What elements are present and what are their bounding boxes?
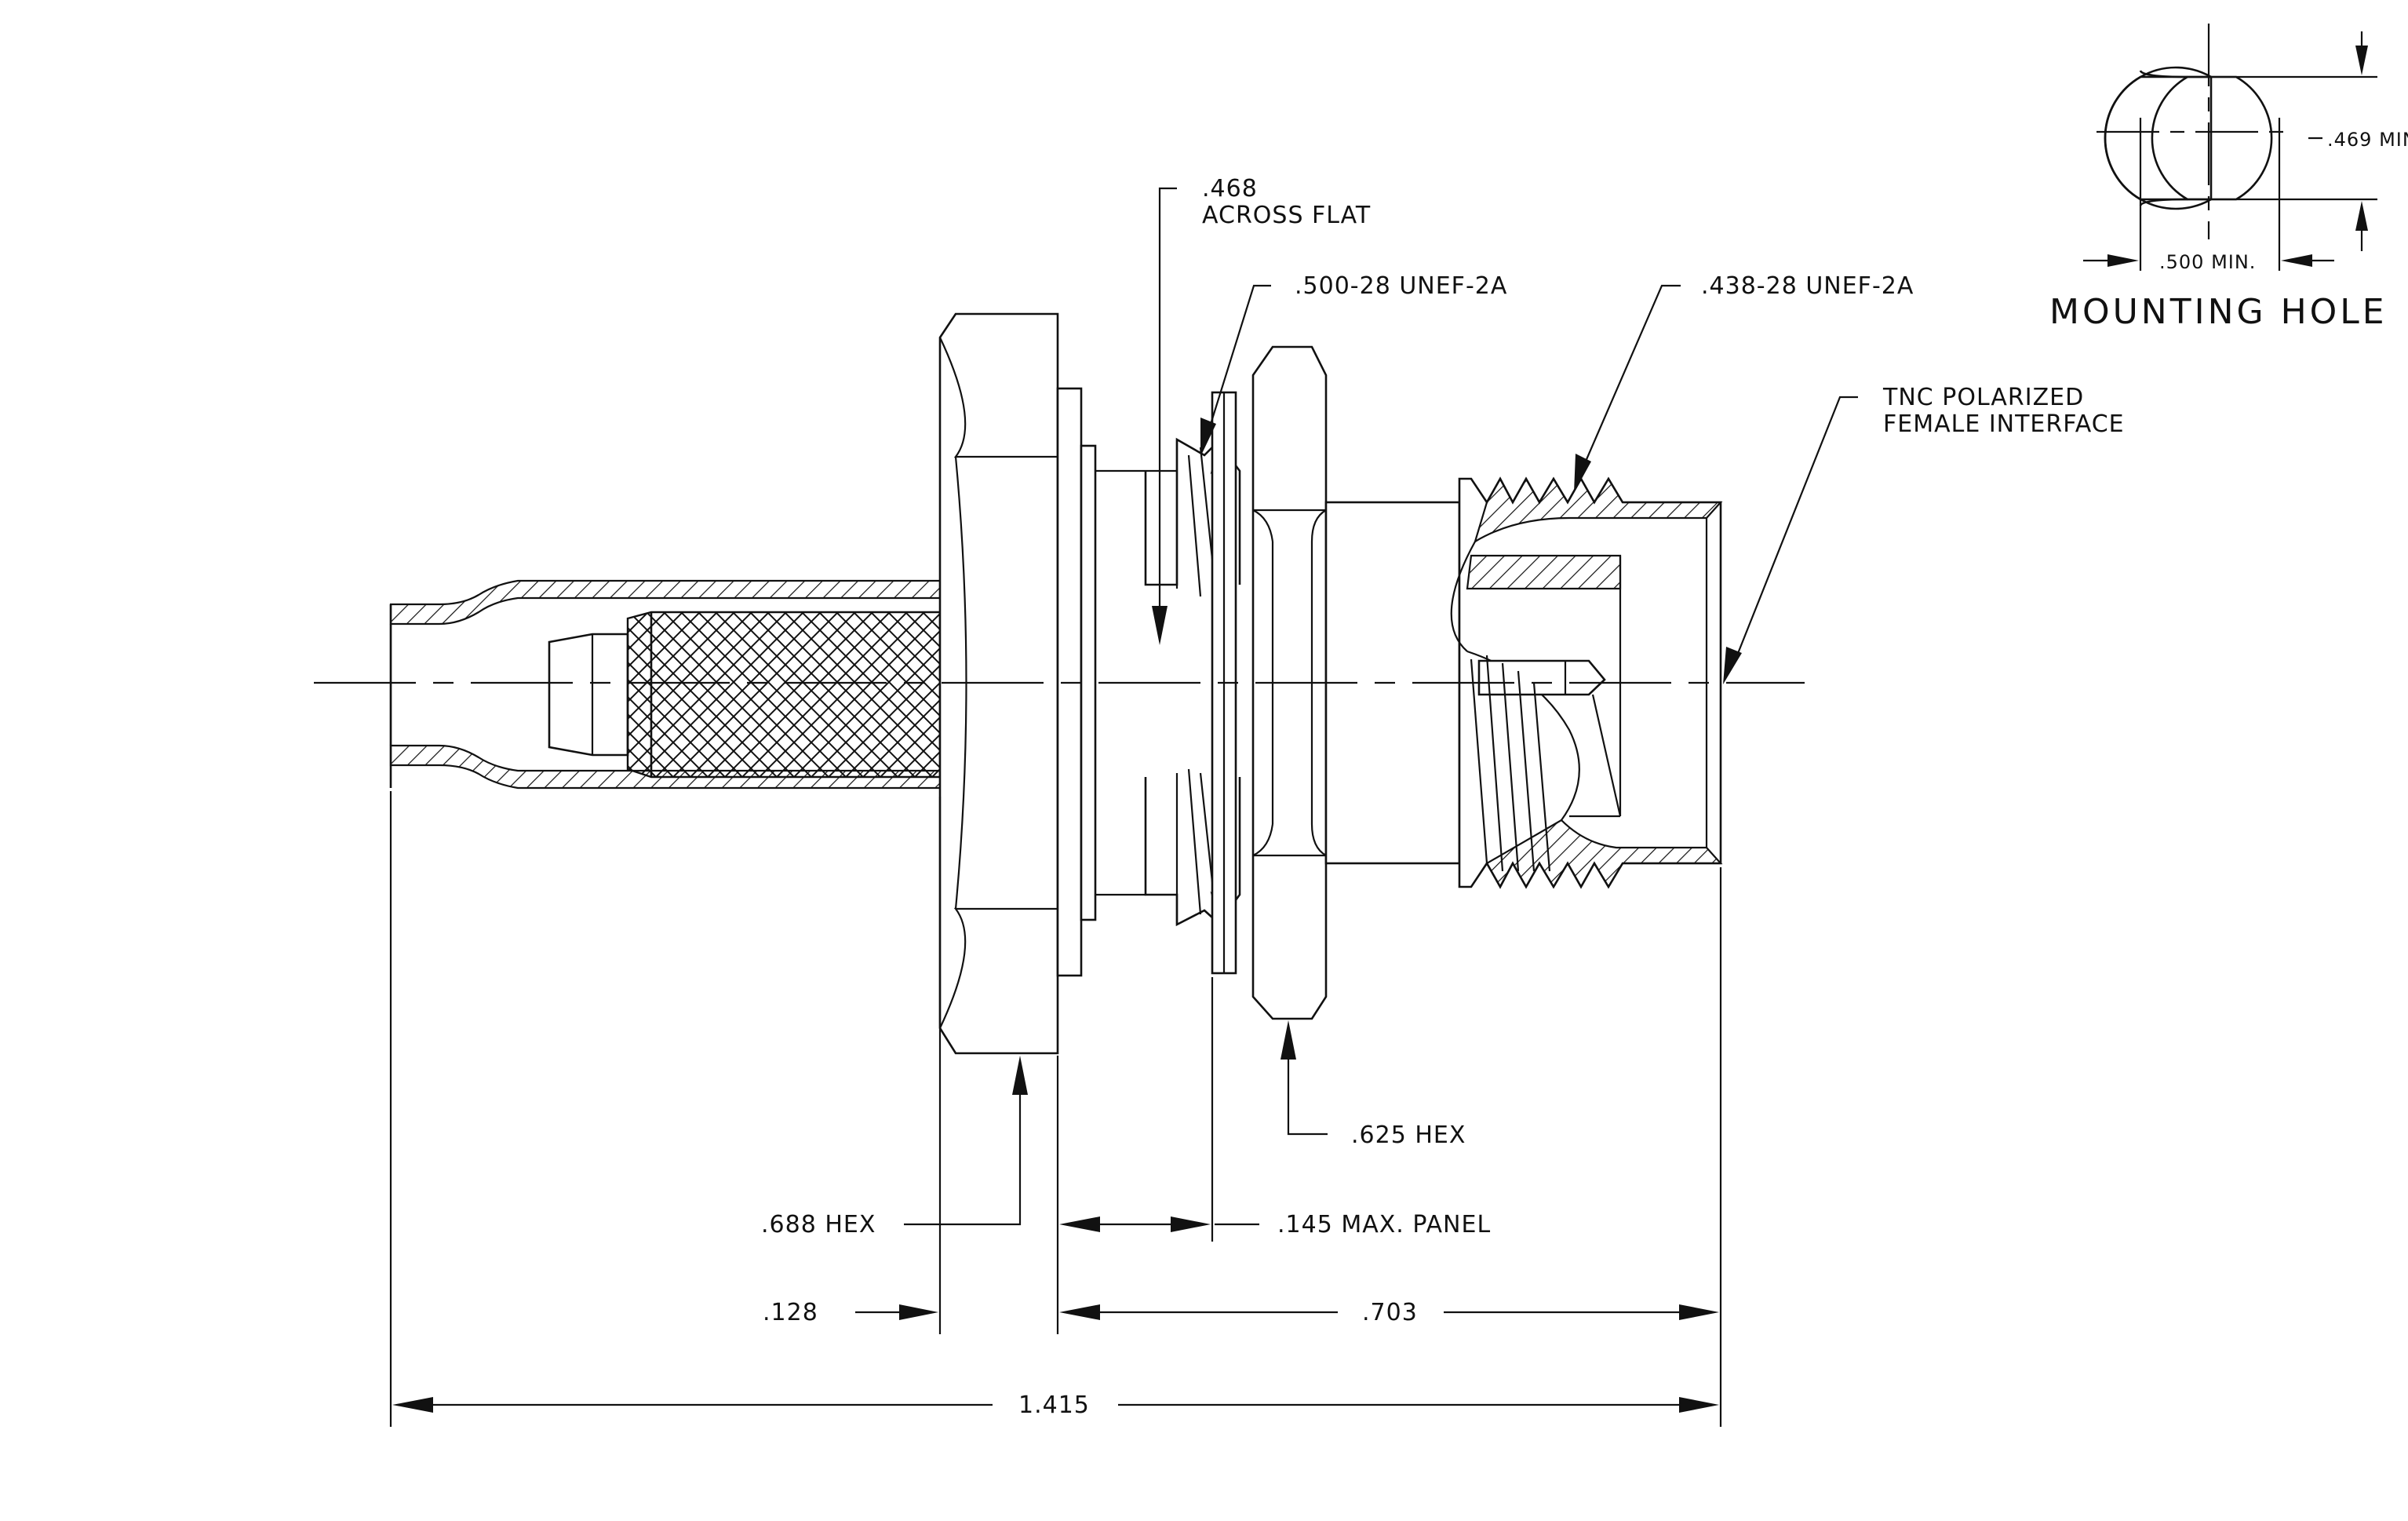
- thread-438-label: .438-28 UNEF-2A: [1701, 272, 1914, 300]
- hole-width-label: .500 MIN.: [2159, 251, 2256, 273]
- hex-688-callout: .688 HEX: [761, 1056, 1028, 1238]
- mounting-hole-detail: .500 MIN. .469 MIN. MOUNTING HOLE: [2049, 24, 2408, 332]
- dimension-annotations: .468 ACROSS FLAT .500-28 UNEF-2A .438-28…: [389, 175, 2125, 1427]
- dim-703: .703: [1059, 1299, 1719, 1326]
- connector-body: [314, 312, 1805, 1055]
- dim-1415: 1.415: [392, 1392, 1719, 1419]
- dim-128: .128: [763, 1299, 938, 1326]
- knurled-sleeve: [626, 611, 942, 779]
- dim-1415-label: 1.415: [1018, 1392, 1090, 1419]
- across-flat-value: .468: [1202, 175, 1258, 202]
- hex-625-label: .625 HEX: [1351, 1122, 1466, 1149]
- hex-688-label: .688 HEX: [761, 1211, 876, 1238]
- thread-438-callout: .438-28 UNEF-2A: [1574, 272, 1914, 493]
- interface-line1: TNC POLARIZED: [1882, 384, 2084, 411]
- interface-callout: TNC POLARIZED FEMALE INTERFACE: [1723, 384, 2125, 684]
- across-flat-callout: .468 ACROSS FLAT: [1152, 175, 1371, 645]
- panel-dimension: .145 MAX. PANEL: [1059, 1211, 1491, 1238]
- panel-max-label: .145 MAX. PANEL: [1277, 1211, 1491, 1238]
- center-pin-rear: [548, 633, 629, 757]
- thread-500-label: .500-28 UNEF-2A: [1295, 272, 1507, 300]
- dim-703-label: .703: [1362, 1299, 1418, 1326]
- mounting-hole-title: MOUNTING HOLE: [2049, 292, 2388, 332]
- across-flat-text: ACROSS FLAT: [1202, 202, 1371, 229]
- hex-625-callout: .625 HEX: [1281, 1020, 1466, 1149]
- dim-128-label: .128: [763, 1299, 818, 1326]
- hole-flat-label: .469 MIN.: [2327, 129, 2408, 151]
- interface-line2: FEMALE INTERFACE: [1883, 410, 2125, 438]
- thread-500-callout: .500-28 UNEF-2A: [1200, 272, 1507, 457]
